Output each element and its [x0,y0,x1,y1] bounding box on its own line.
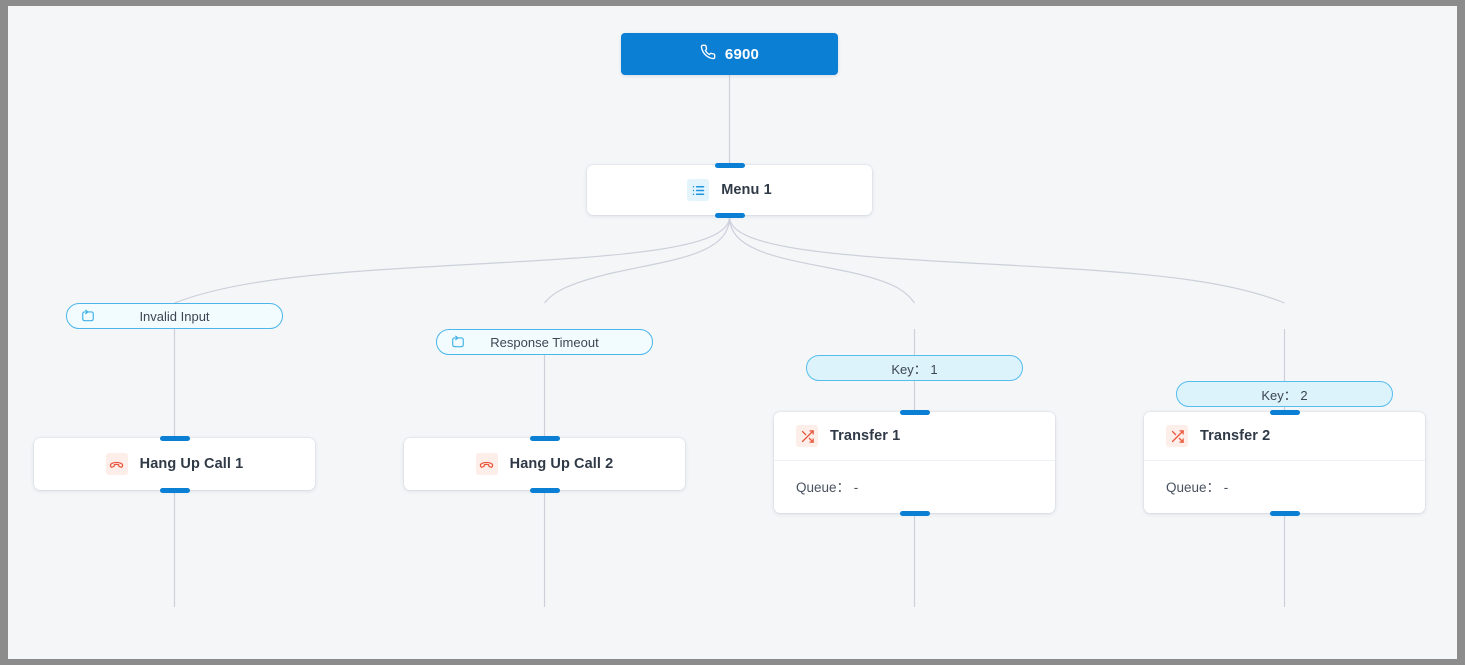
edge-menu-to-branch-4 [728,216,1285,304]
action-node-transfer-2[interactable]: Transfer 2 Queue： - [1144,409,1425,516]
node-handle-bottom[interactable] [529,487,560,493]
edge-menu-to-branch-3 [728,216,915,304]
action-node-body: Queue： - [774,460,1055,510]
hangup-phone-icon [475,453,498,475]
transfer-shuffle-icon [796,425,818,447]
edge-menu-to-branch-2 [544,216,731,304]
node-handle-top[interactable] [1269,409,1300,415]
action-node-title: Transfer 2 [1200,428,1271,444]
branch-pill-label: Key： 1 [891,361,938,377]
flow-canvas[interactable]: 6900 Menu 1 [8,6,1457,659]
menu-node-label: Menu 1 [721,182,772,198]
node-handle-top[interactable] [899,409,930,415]
entry-node-label: 6900 [724,45,760,63]
hangup-phone-icon [105,453,128,475]
list-menu-icon [687,179,710,201]
branch-pill-response-timeout[interactable]: Response Timeout [436,329,653,355]
branch-pill-key-1[interactable]: Key： 1 [806,355,1023,381]
node-handle-bottom[interactable] [899,510,930,516]
action-node-title: Hang Up Call 1 [139,456,244,472]
branch-pill-label: Response Timeout [490,334,599,350]
branch-pill-label: Invalid Input [139,308,210,324]
menu-node[interactable]: Menu 1 [587,162,872,218]
edge-menu-to-branch-1 [174,216,731,304]
flow-editor-frame: 6900 Menu 1 [8,6,1457,659]
transfer-shuffle-icon [1166,425,1188,447]
phone-icon [700,44,716,64]
branch-pill-label: Key： 2 [1261,387,1308,403]
action-node-title: Transfer 1 [830,428,901,444]
node-handle-bottom[interactable] [1269,510,1300,516]
action-node-transfer-1[interactable]: Transfer 1 Queue： - [774,409,1055,516]
menu-node-handle-bottom[interactable] [714,212,745,218]
node-handle-bottom[interactable] [159,487,190,493]
node-handle-top[interactable] [159,435,190,441]
edge-layer [173,75,1286,607]
loop-repeat-icon [81,309,95,323]
loop-repeat-icon [451,335,465,349]
action-node-title: Hang Up Call 2 [509,456,614,472]
action-node-hangup-call-1[interactable]: Hang Up Call 1 [34,435,315,493]
node-handle-top[interactable] [529,435,560,441]
action-node-hangup-call-2[interactable]: Hang Up Call 2 [404,435,685,493]
action-node-body: Queue： - [1144,460,1425,510]
branch-pill-invalid-input[interactable]: Invalid Input [66,303,283,329]
branch-pill-key-2[interactable]: Key： 2 [1176,381,1393,407]
menu-node-handle-top[interactable] [714,162,745,168]
entry-node-6900[interactable]: 6900 [621,33,838,75]
